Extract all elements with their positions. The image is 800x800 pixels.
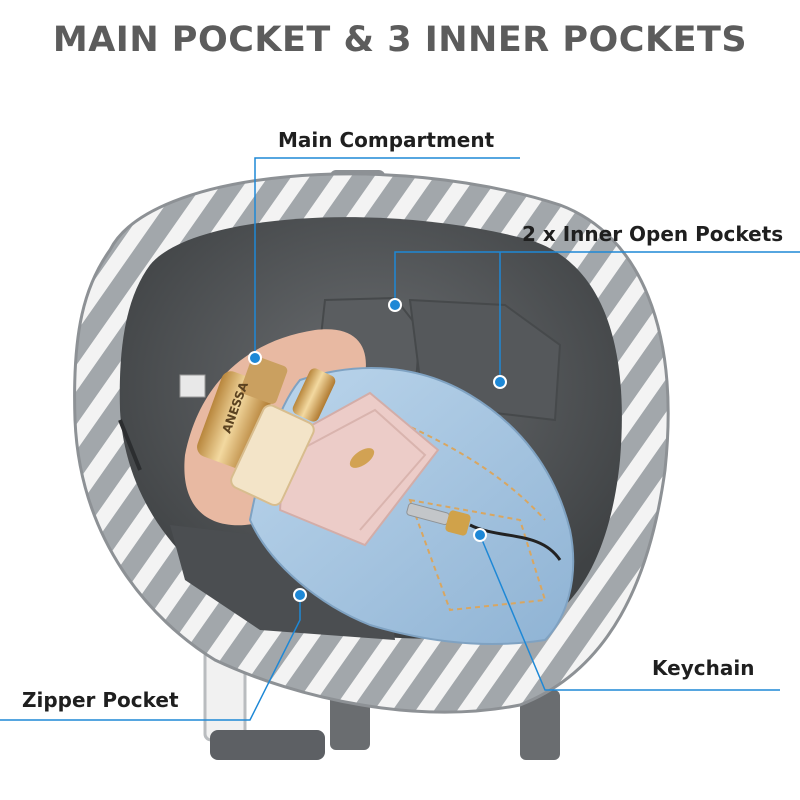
pink-wallet — [278, 391, 440, 547]
lotion-bottle — [230, 368, 336, 506]
inner-pocket-dot-1 — [388, 298, 402, 312]
page-title: MAIN POCKET & 3 INNER POCKETS — [52, 20, 748, 60]
zipper-pocket — [170, 525, 395, 640]
callout-lines — [0, 157, 800, 721]
keychain-dot — [473, 528, 487, 542]
main-compartment-label: Main Compartment — [278, 128, 495, 152]
main-compartment-dot — [248, 351, 262, 365]
inner-pocket-dot-2 — [493, 375, 507, 389]
zipper-pocket-dot — [293, 588, 307, 602]
inner-open-pockets-label: 2 x Inner Open Pockets — [522, 222, 784, 246]
keychain-label: Keychain — [652, 656, 755, 680]
zipper-pocket-label: Zipper Pocket — [22, 688, 179, 712]
